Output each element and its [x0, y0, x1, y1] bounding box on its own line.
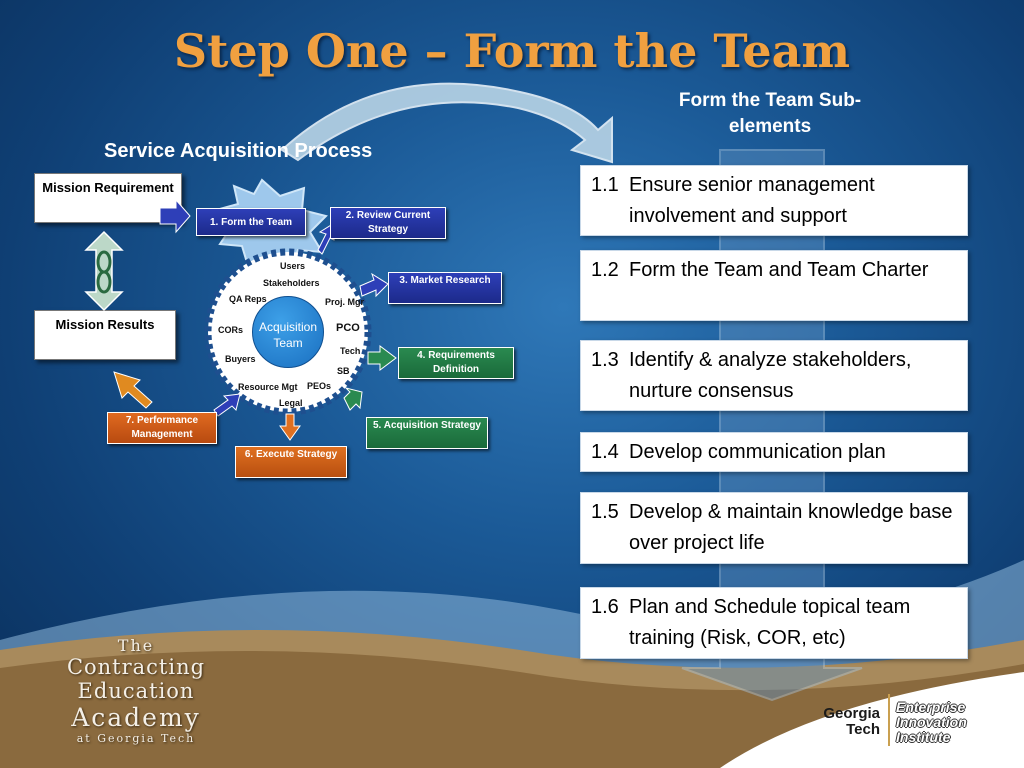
- team-member-label: Resource Mgt: [238, 382, 298, 392]
- eii-logo-line: Innovation: [896, 714, 967, 730]
- sub-element-2: 1.2 Form the Team and Team Charter: [580, 250, 968, 321]
- sub-element-5: 1.5 Develop & maintain knowledge base ov…: [580, 492, 968, 564]
- sub-element-6: 1.6 Plan and Schedule topical team train…: [580, 587, 968, 659]
- mission-results-label: Mission Results: [55, 317, 155, 332]
- step-2-label: 2. Review Current Strategy: [345, 210, 431, 235]
- team-member-label: PCO: [336, 322, 360, 334]
- gt-logo-line: Georgia: [823, 705, 880, 722]
- arrow-step7-to-results: [113, 371, 153, 409]
- logo-divider: [888, 694, 890, 746]
- sub-element-number: 1.1: [591, 174, 619, 196]
- gt-logo-line: Tech: [846, 721, 880, 738]
- arrow-ring-to-step4: [367, 345, 397, 371]
- team-member-label: SB: [337, 366, 350, 376]
- eii-logo-line: Enterprise: [896, 699, 966, 715]
- step-6-label: 6. Execute Strategy: [244, 449, 338, 460]
- arrow-ring-to-step5: [343, 387, 363, 411]
- sub-element-text: Develop & maintain knowledge base over p…: [629, 501, 953, 554]
- sub-elements-heading: Form the Team Sub-elements: [678, 90, 862, 137]
- team-member-label: QA Reps: [229, 294, 267, 304]
- arrow-step7-to-ring: [213, 393, 241, 417]
- team-member-label: PEOs: [307, 381, 332, 391]
- academy-logo-line: Education: [77, 679, 195, 703]
- arrow-ring-to-step3: [359, 272, 389, 298]
- step-1-label: 1. Form the Team: [209, 217, 293, 228]
- sub-element-1: 1.1 Ensure senior management involvement…: [580, 165, 968, 236]
- chain-link-icon: [84, 230, 124, 312]
- sub-element-text: Plan and Schedule topical team training …: [629, 596, 911, 649]
- step-7-box: 7. Performance Management: [107, 412, 217, 444]
- sub-element-number: 1.2: [591, 259, 619, 281]
- team-member-label: Legal: [279, 398, 303, 408]
- eii-logo-line: Institute: [896, 729, 951, 745]
- academy-logo-line: Contracting: [66, 655, 206, 679]
- sub-element-3: 1.3 Identify & analyze stakeholders, nur…: [580, 340, 968, 411]
- team-member-label: Users: [280, 261, 306, 271]
- team-member-label: CORs: [218, 325, 244, 335]
- academy-logo-line: at Georgia Tech: [76, 732, 196, 745]
- slide-title: Step One – Form the Team: [173, 24, 851, 78]
- acquisition-team-core: Acquisition Team: [252, 296, 324, 368]
- step-7-label: 7. Performance Management: [125, 415, 199, 440]
- team-member-label: Tech: [340, 346, 361, 356]
- step-4-label: 4. Requirements Definition: [417, 350, 495, 375]
- sub-element-text: Develop communication plan: [629, 441, 886, 463]
- sub-element-number: 1.4: [591, 441, 619, 463]
- step-2-box: 2. Review Current Strategy: [330, 207, 446, 239]
- arrow-into-step1: [159, 198, 191, 234]
- academy-logo-line: The: [117, 636, 155, 655]
- sub-element-number: 1.5: [591, 501, 619, 523]
- step-1-box: 1. Form the Team: [196, 208, 306, 236]
- sub-element-number: 1.3: [591, 349, 619, 371]
- sub-element-4: 1.4 Develop communication plan: [580, 432, 968, 472]
- mission-requirement-label: Mission Requirement: [42, 180, 174, 195]
- academy-logo-line: Academy: [71, 703, 201, 732]
- sub-element-text: Ensure senior management involvement and…: [629, 174, 875, 227]
- step-5-label: 5. Acquisition Strategy: [373, 420, 481, 431]
- sub-element-text: Identify & analyze stakeholders, nurture…: [629, 349, 912, 402]
- process-heading: Service Acquisition Process: [104, 140, 373, 162]
- mission-results-box: Mission Results: [34, 310, 176, 360]
- arrow-ring-to-step6: [279, 413, 301, 441]
- team-member-label: Stakeholders: [263, 278, 320, 288]
- georgia-tech-logo: Georgia Tech: [796, 706, 880, 738]
- step-6-box: 6. Execute Strategy: [235, 446, 347, 478]
- team-member-label: Proj. Mgr: [325, 297, 365, 307]
- step-5-box: 5. Acquisition Strategy: [366, 417, 488, 449]
- sub-element-text: Form the Team and Team Charter: [629, 259, 929, 281]
- eii-logo: Enterprise Innovation Institute: [896, 700, 996, 745]
- step-4-box: 4. Requirements Definition: [398, 347, 514, 379]
- team-member-label: Buyers: [225, 354, 256, 364]
- academy-logo: The Contracting Education Academy at Geo…: [36, 636, 236, 745]
- step-3-label: 3. Market Research: [399, 275, 491, 286]
- step-3-box: 3. Market Research: [388, 272, 502, 304]
- mission-requirement-box: Mission Requirement: [34, 173, 182, 223]
- sub-element-number: 1.6: [591, 596, 619, 618]
